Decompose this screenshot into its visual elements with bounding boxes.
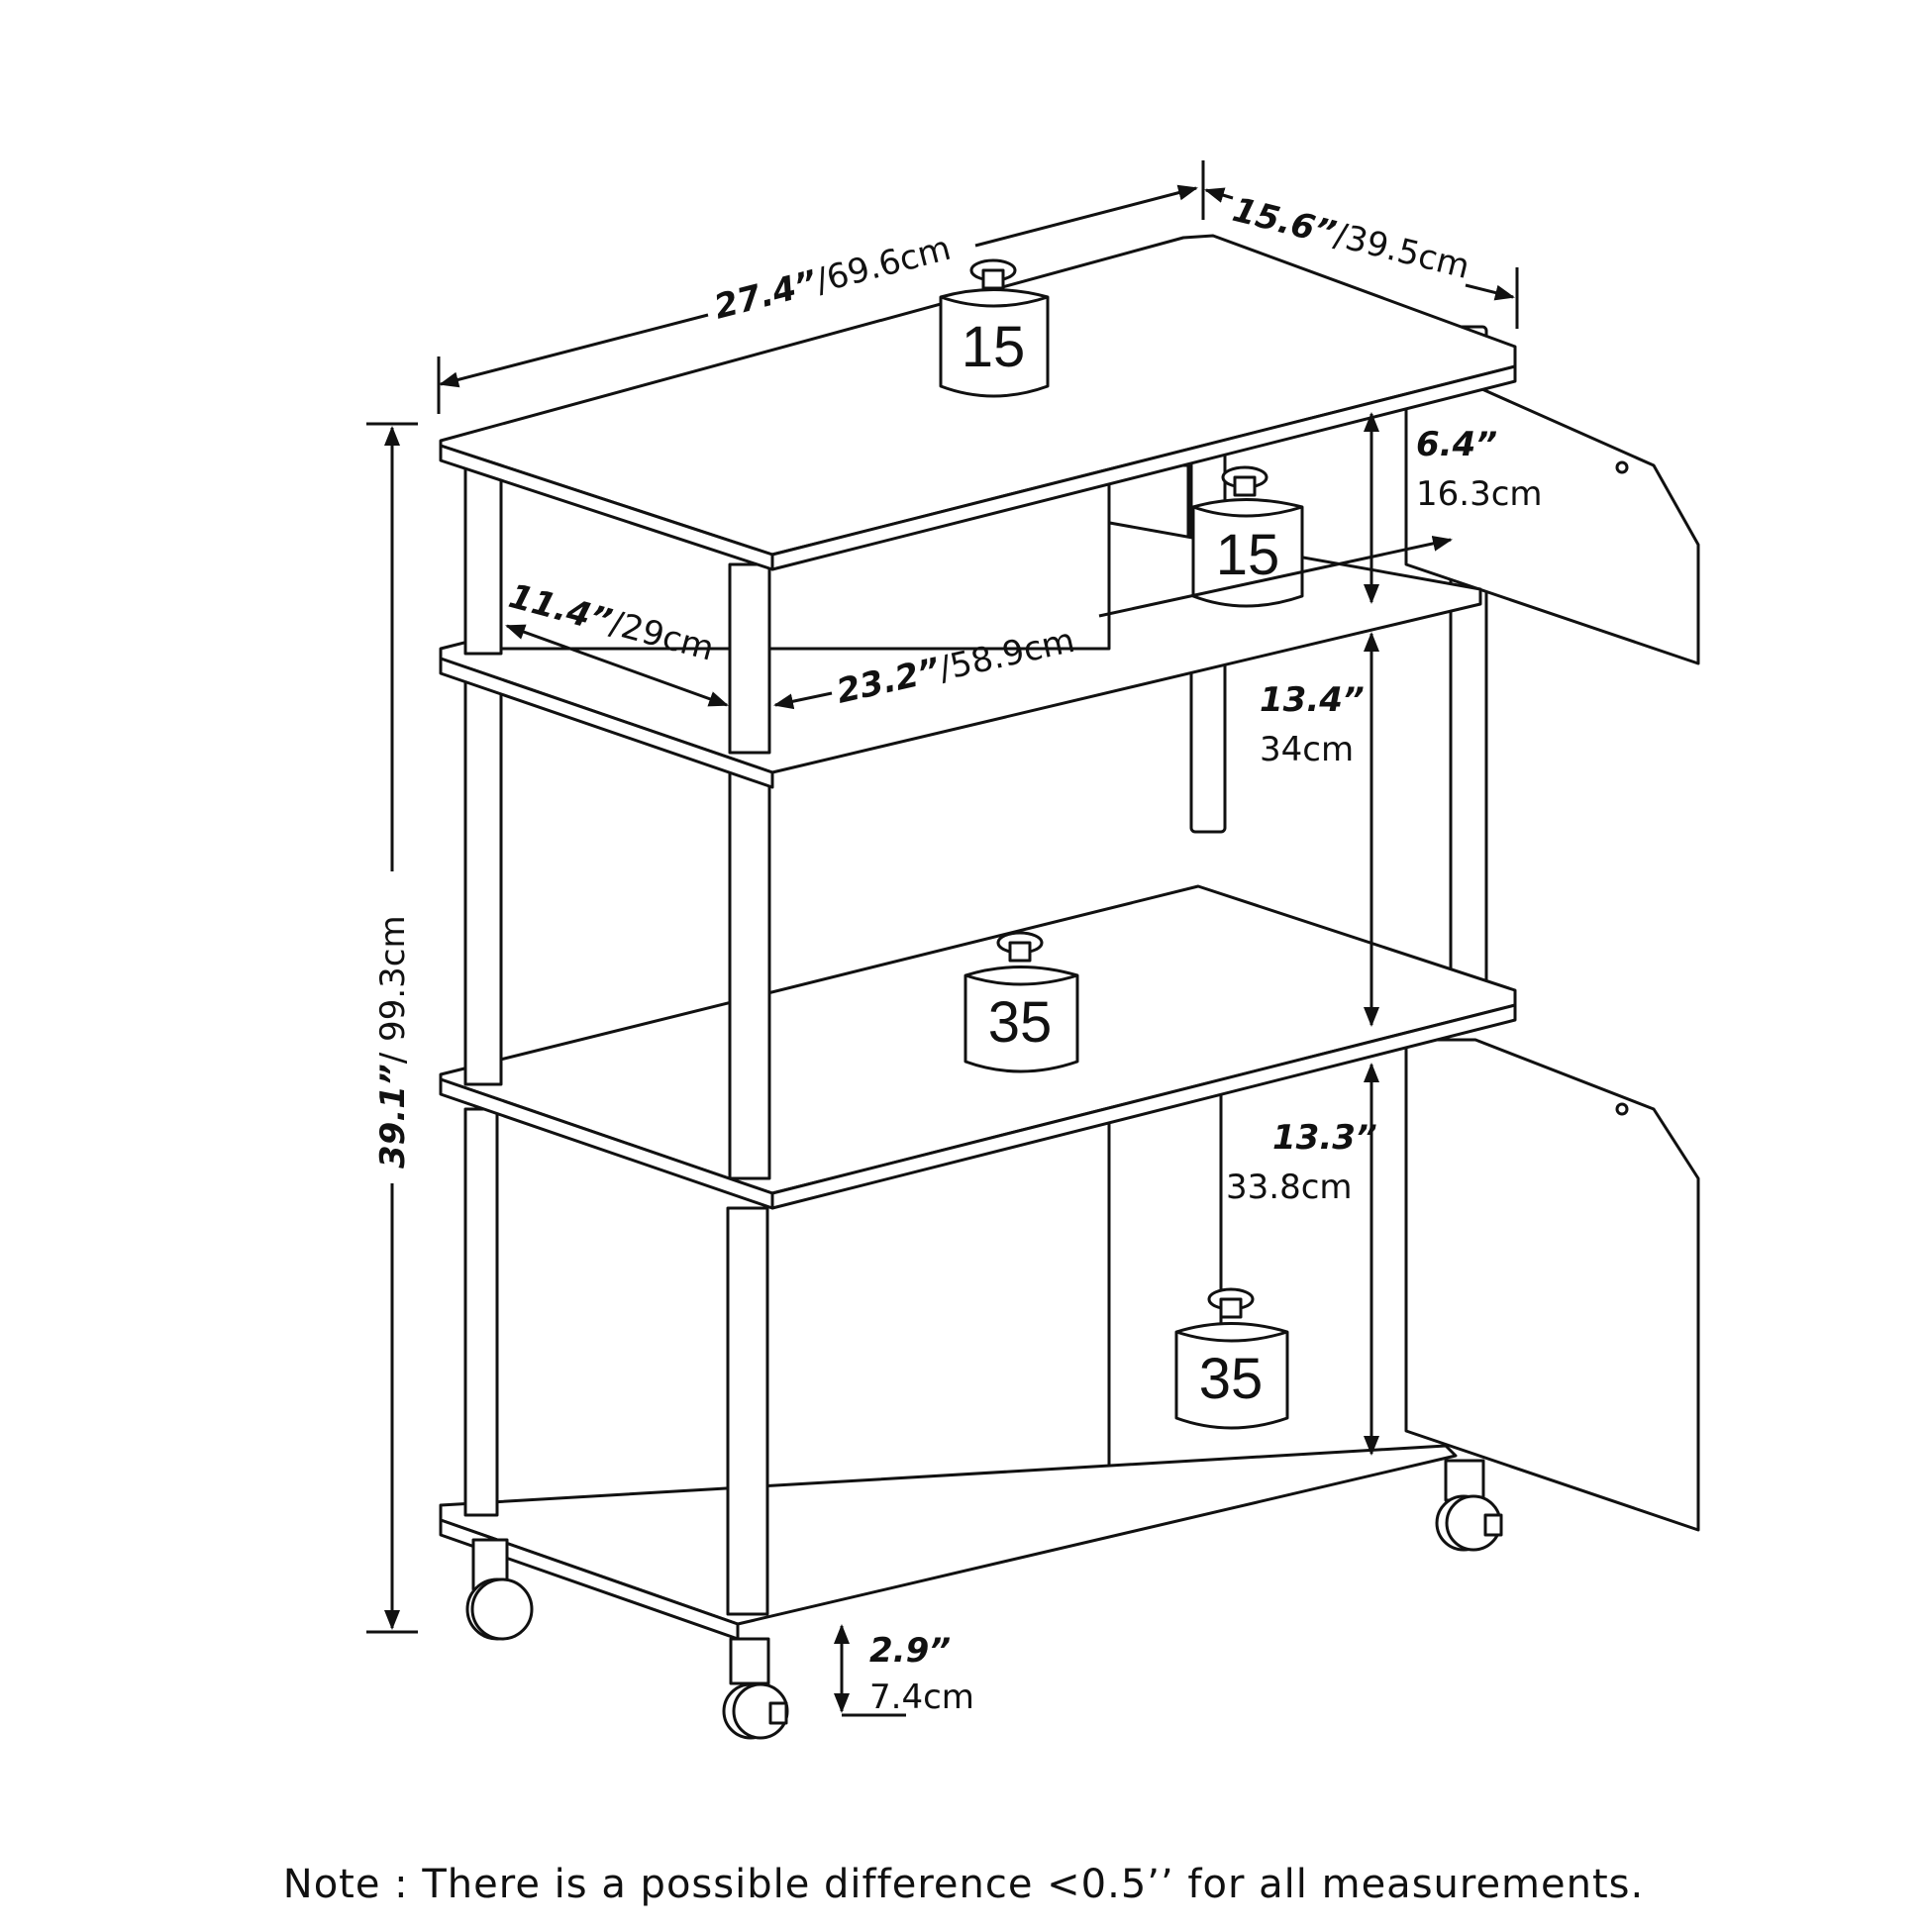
weight-top [939,258,1050,398]
clearance-dimension-line [834,1624,906,1717]
weight-middle-shelf-label: 35 [988,990,1053,1055]
width-dimension-line [437,160,1205,414]
width-imperial: 27.4” [710,262,821,327]
middle-leg-left [463,661,503,1086]
depth-dimension-line [1204,187,1519,329]
measurement-note: Note : There is a possible difference <0… [282,1862,1645,1907]
inner-depth-dimension-line [505,624,729,707]
svg-text:39.1”/ 99.3cm: 39.1”/ 99.3cm [373,915,413,1169]
upper-leg-left [463,463,503,656]
clearance-imperial: 2.9” [869,1631,951,1671]
height-dimension-line [366,422,418,1634]
bottom-opening-imperial: 13.3” [1272,1118,1377,1158]
caster-back-right [1435,1459,1503,1552]
middle-opening-metric: 34cm [1260,730,1354,769]
height-metric: / 99.3cm [373,915,413,1064]
height-imperial: 39.1” [373,1064,413,1169]
top-opening-metric: 16.3cm [1416,474,1543,514]
weight-middle-shelf [964,931,1079,1073]
caster-front-left [465,1538,534,1641]
width-metric: /69.6cm [812,229,956,302]
lower-front-leg-right [726,1206,769,1616]
weight-bottom-shelf-label: 35 [1199,1347,1264,1411]
clearance-metric: 7.4cm [869,1678,974,1717]
middle-opening-imperial: 13.4” [1260,680,1365,720]
caster-front-right [722,1637,789,1740]
top-opening-imperial: 6.4” [1416,425,1497,464]
height-label: 39.1”/ 99.3cm [373,915,413,1169]
depth-metric: /39.5cm [1330,216,1473,287]
middle-leg-front [728,751,771,1180]
depth-imperial: 15.6” [1229,190,1340,254]
inner-width-dimension-line [773,535,1453,710]
weight-bottom-shelf [1174,1287,1289,1430]
bottom-door [1404,1038,1700,1532]
lower-front-leg-left [463,1107,499,1517]
bottom-opening-metric: 33.8cm [1226,1168,1353,1207]
weight-upper-shelf [1191,465,1304,608]
upper-leg-front [728,562,771,755]
weight-upper-shelf-label: 15 [1216,523,1280,587]
weight-top-label: 15 [962,315,1026,379]
